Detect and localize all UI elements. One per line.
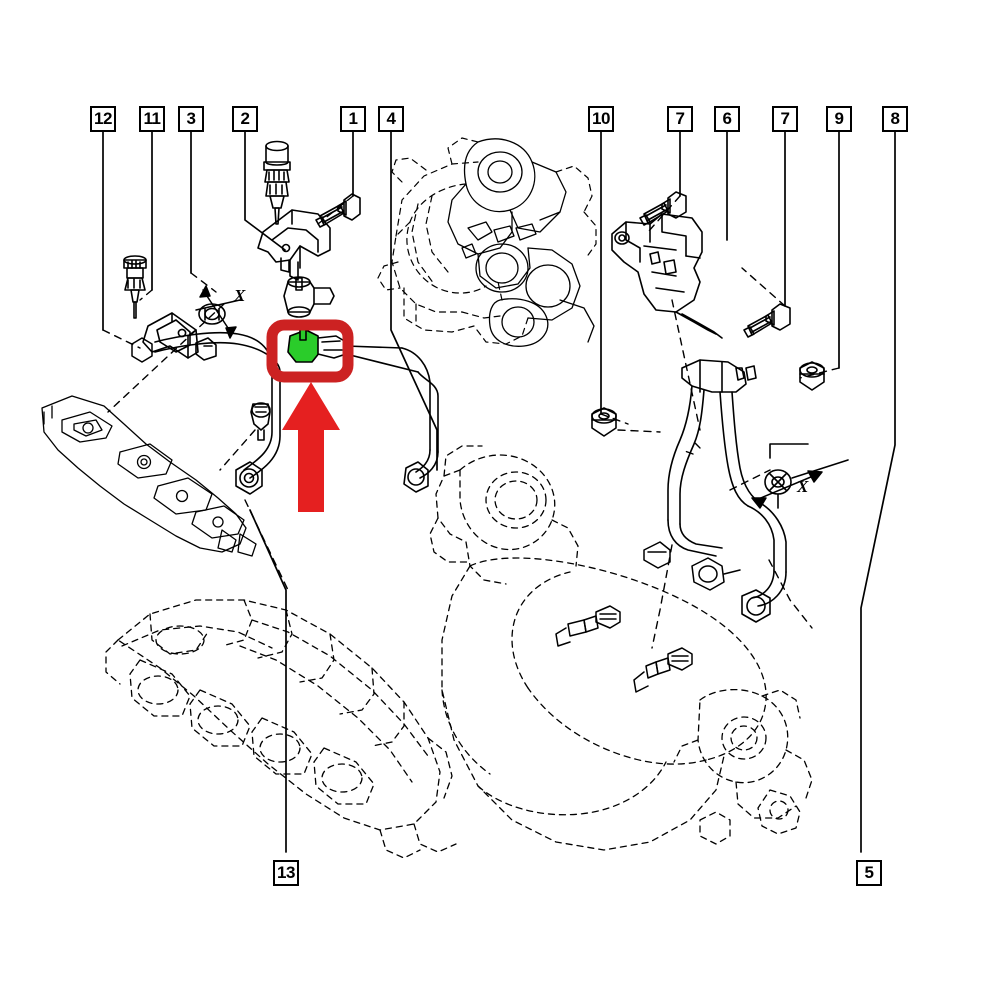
part-3-connector	[283, 276, 335, 318]
part-2-sensor	[263, 140, 291, 225]
callout-7-lower[interactable]: 7	[772, 106, 798, 132]
callout-12[interactable]: 12	[90, 106, 116, 132]
catalytic-converter-phantom	[429, 445, 813, 851]
callout-7-upper[interactable]: 7	[667, 106, 693, 132]
part-9-nut	[799, 361, 825, 391]
part-12-detail	[131, 337, 153, 363]
callout-9[interactable]: 9	[826, 106, 852, 132]
part-7-bolts	[639, 191, 791, 338]
callout-1[interactable]: 1	[340, 106, 366, 132]
part-1-bolt	[315, 193, 361, 228]
callout-8[interactable]: 8	[882, 106, 908, 132]
intake-manifold-phantom	[105, 599, 457, 859]
callout-10[interactable]: 10	[588, 106, 614, 132]
highlighted-sensor	[287, 327, 419, 373]
callout-4[interactable]: 4	[378, 106, 404, 132]
dimension-label-x-left: X	[234, 286, 246, 305]
dimension-label-x-right: X	[797, 477, 809, 496]
left-engine-bracket	[41, 395, 257, 557]
part-6-bracket	[611, 213, 723, 339]
callout-5[interactable]: 5	[856, 860, 882, 886]
part-10-nut	[591, 407, 617, 437]
callout-6[interactable]: 6	[714, 106, 740, 132]
oxygen-sensor-clamps	[555, 541, 741, 693]
part-4-tube	[401, 347, 439, 493]
callout-11[interactable]: 11	[139, 106, 165, 132]
callout-13[interactable]: 13	[273, 860, 299, 886]
right-pipe-assembly	[667, 359, 849, 623]
callout-3[interactable]: 3	[178, 106, 204, 132]
left-pipe-bracket-assembly	[123, 255, 281, 495]
callout-2[interactable]: 2	[232, 106, 258, 132]
turbocharger-phantom	[377, 137, 597, 345]
turbocharger-assembly	[447, 138, 595, 347]
part-2-bracket	[257, 209, 331, 281]
assembly-guide-lines	[102, 195, 840, 649]
